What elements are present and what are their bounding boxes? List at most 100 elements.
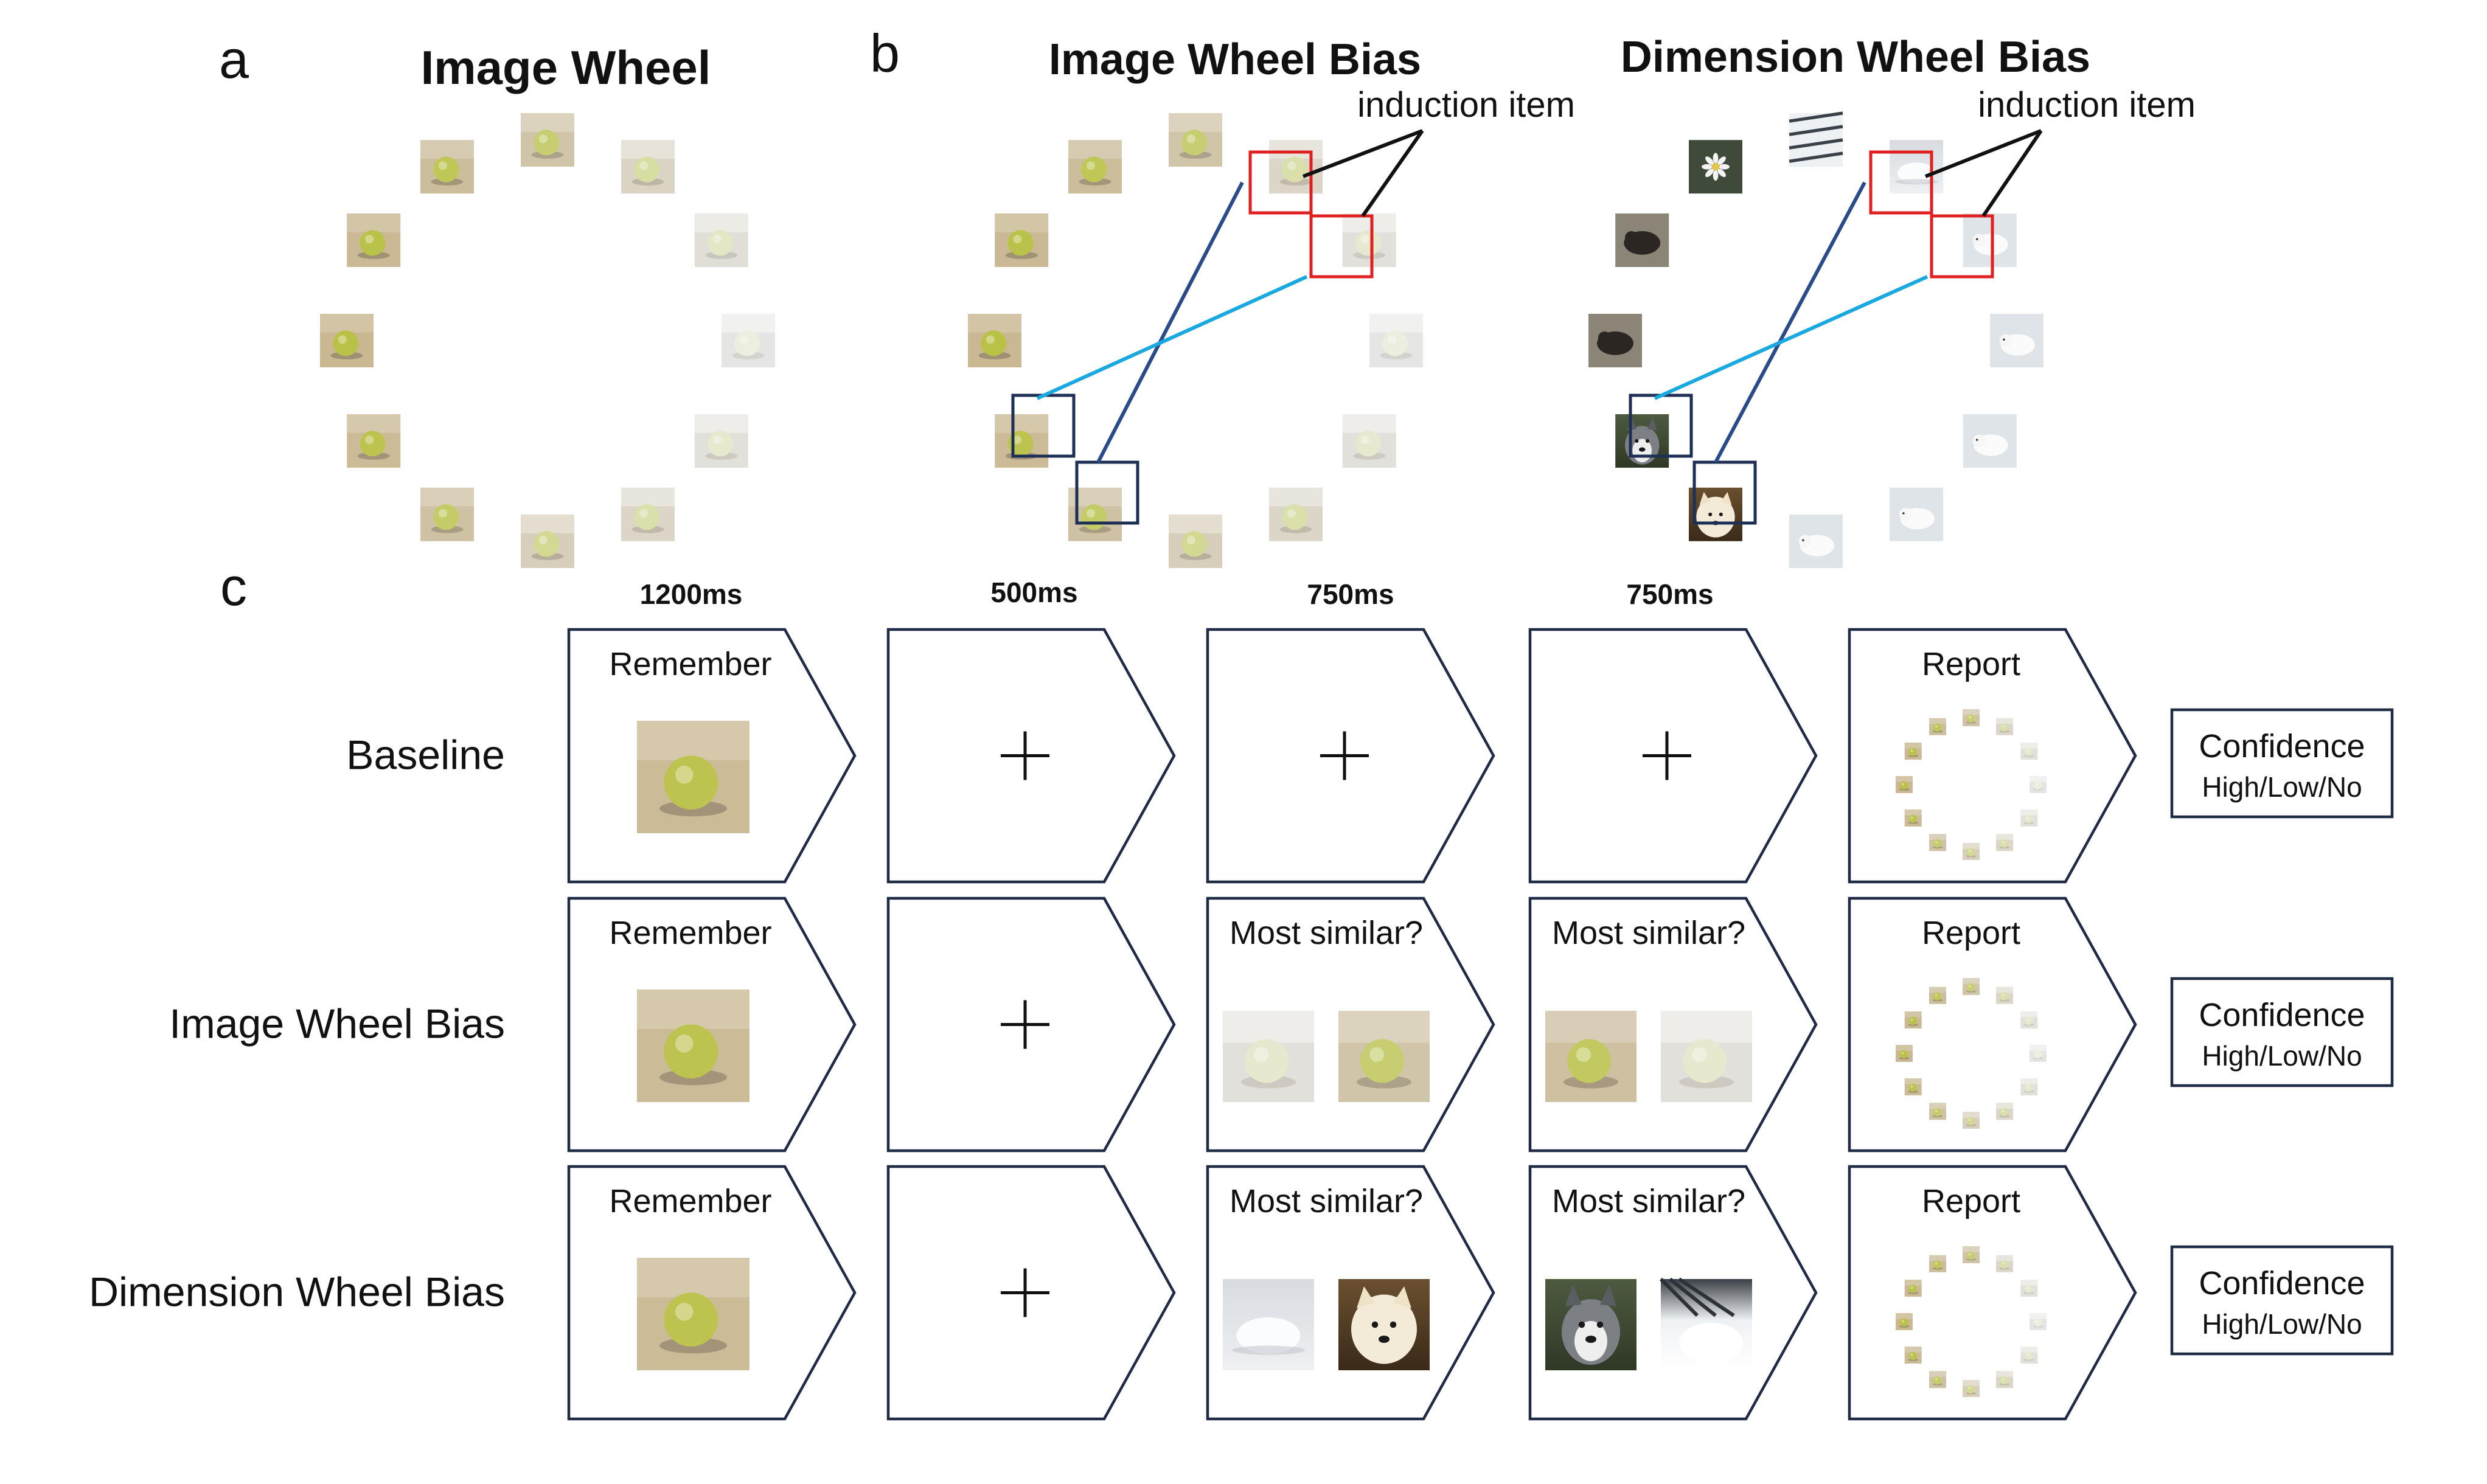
report-wheel-image-7 xyxy=(1963,843,1980,860)
wheel-image-10 xyxy=(320,314,374,367)
image-wheel xyxy=(320,113,775,568)
panel-a-letter: a xyxy=(219,29,249,89)
induction-box-1 xyxy=(1869,150,1933,215)
induction-line-light xyxy=(1654,275,1929,400)
induction-box-2 xyxy=(1309,214,1374,279)
report-wheel-image-5 xyxy=(2020,1078,2038,1095)
wheel-image-2 xyxy=(1269,140,1323,194)
report-wheel-image-11 xyxy=(1904,743,1922,760)
wheel-image-2 xyxy=(1890,140,1943,194)
probe-image-right xyxy=(1338,1011,1430,1102)
wheel-image-9 xyxy=(995,414,1049,468)
report-wheel-image-4 xyxy=(2030,1045,2047,1062)
duration-3: 750ms xyxy=(1307,578,1394,610)
duration-2: 500ms xyxy=(990,577,1077,608)
wheel-image-12 xyxy=(1689,140,1742,194)
row-label: Dimension Wheel Bias xyxy=(89,1269,505,1316)
report-wheel-image-12 xyxy=(1929,986,1946,1004)
wheel-image-3 xyxy=(1342,213,1396,267)
most-similar-label: Most similar? xyxy=(1552,915,1745,951)
wheel-image-10 xyxy=(968,314,1021,367)
induction-item-label-right: induction item xyxy=(1978,85,2196,125)
wheel-image-12 xyxy=(1068,140,1122,194)
confidence-title: Confidence xyxy=(2199,1265,2365,1302)
wheel-image-7 xyxy=(1169,515,1222,568)
wheel-image-3 xyxy=(1963,213,2017,267)
report-wheel-image-5 xyxy=(2020,1347,2038,1364)
induction-line-light xyxy=(1036,275,1308,400)
confidence-options: High/Low/No xyxy=(2202,1040,2362,1072)
wheel-image-12 xyxy=(420,140,474,194)
confidence-options: High/Low/No xyxy=(2202,771,2362,803)
report-wheel-image-11 xyxy=(1904,1280,1922,1297)
most-similar-label: Most similar? xyxy=(1230,1183,1423,1219)
report-wheel-image-6 xyxy=(1996,1371,2013,1389)
report-wheel-image-10 xyxy=(1896,1313,1913,1330)
panel-a-title: Image Wheel xyxy=(421,41,711,94)
most-similar-label: Most similar? xyxy=(1552,1183,1745,1219)
induction-item-label-left: induction item xyxy=(1357,85,1575,125)
report-wheel-image-5 xyxy=(2020,810,2038,827)
report-wheel-image-4 xyxy=(2030,1313,2047,1330)
wheel-image-6 xyxy=(621,487,675,541)
fixation-cross xyxy=(1001,731,1049,780)
confidence-title: Confidence xyxy=(2199,728,2365,765)
confidence-options: High/Low/No xyxy=(2202,1308,2362,1340)
wheel-image-8 xyxy=(1689,487,1742,541)
row-label: Image Wheel Bias xyxy=(169,1001,505,1047)
remember-image xyxy=(637,990,750,1102)
wheel-image-4 xyxy=(1369,314,1423,367)
panel-c: c 1200ms 500ms 750ms 750ms BaselineRemem… xyxy=(89,556,2394,1421)
report-wheel-image-2 xyxy=(1996,986,2013,1004)
fixation-cross xyxy=(1001,1000,1049,1049)
duration-4: 750ms xyxy=(1626,578,1713,610)
remember-label: Remember xyxy=(609,915,771,951)
report-wheel-image-12 xyxy=(1929,1255,1946,1272)
wheel-image-6 xyxy=(1269,487,1323,541)
probe-image-right xyxy=(1338,1279,1430,1370)
report-wheel-image-2 xyxy=(1996,718,2013,735)
report-wheel-image-2 xyxy=(1996,1255,2013,1272)
report-wheel-image-11 xyxy=(1904,1011,1922,1028)
wheel-image-11 xyxy=(995,213,1049,267)
panel-a: a Image Wheel xyxy=(219,29,775,568)
fixation-cross xyxy=(1643,731,1691,780)
report-wheel-image-7 xyxy=(1963,1112,1980,1129)
probe-image-left xyxy=(1545,1011,1637,1102)
wheel-image-7 xyxy=(521,515,574,568)
probe-image-left xyxy=(1223,1011,1314,1102)
wheel-image-2 xyxy=(621,140,675,194)
panel-b: b Image Wheel Bias Dimension Wheel Bias … xyxy=(870,23,2196,568)
wheel-image-8 xyxy=(420,487,474,541)
remember-image xyxy=(637,1258,750,1370)
report-wheel-image-6 xyxy=(1996,834,2013,851)
report-wheel-image-6 xyxy=(1996,1103,2013,1120)
panel-b-right-title: Dimension Wheel Bias xyxy=(1621,33,2090,81)
annotation-pointer-1 xyxy=(1924,129,2042,178)
remember-image xyxy=(637,721,750,833)
report-wheel-image-4 xyxy=(2030,776,2047,793)
report-wheel-image-9 xyxy=(1904,1078,1922,1095)
panel-c-letter: c xyxy=(220,556,247,617)
wheel-image-11 xyxy=(1615,213,1669,267)
fixation-cross xyxy=(1001,1268,1049,1317)
induction-line-dark xyxy=(1096,181,1244,463)
report-wheel-image-10 xyxy=(1896,1045,1913,1062)
left-connectors: induction item xyxy=(1036,85,1575,463)
induction-box-1 xyxy=(1248,150,1313,215)
duration-1: 1200ms xyxy=(640,578,743,610)
target-box-2 xyxy=(1692,460,1757,525)
remember-label: Remember xyxy=(609,646,771,682)
probe-image-right xyxy=(1661,1011,1752,1102)
confidence-title: Confidence xyxy=(2199,997,2365,1033)
dimension-wheel-bias-wheel xyxy=(1588,111,2044,568)
report-wheel-image-3 xyxy=(2020,1011,2038,1028)
